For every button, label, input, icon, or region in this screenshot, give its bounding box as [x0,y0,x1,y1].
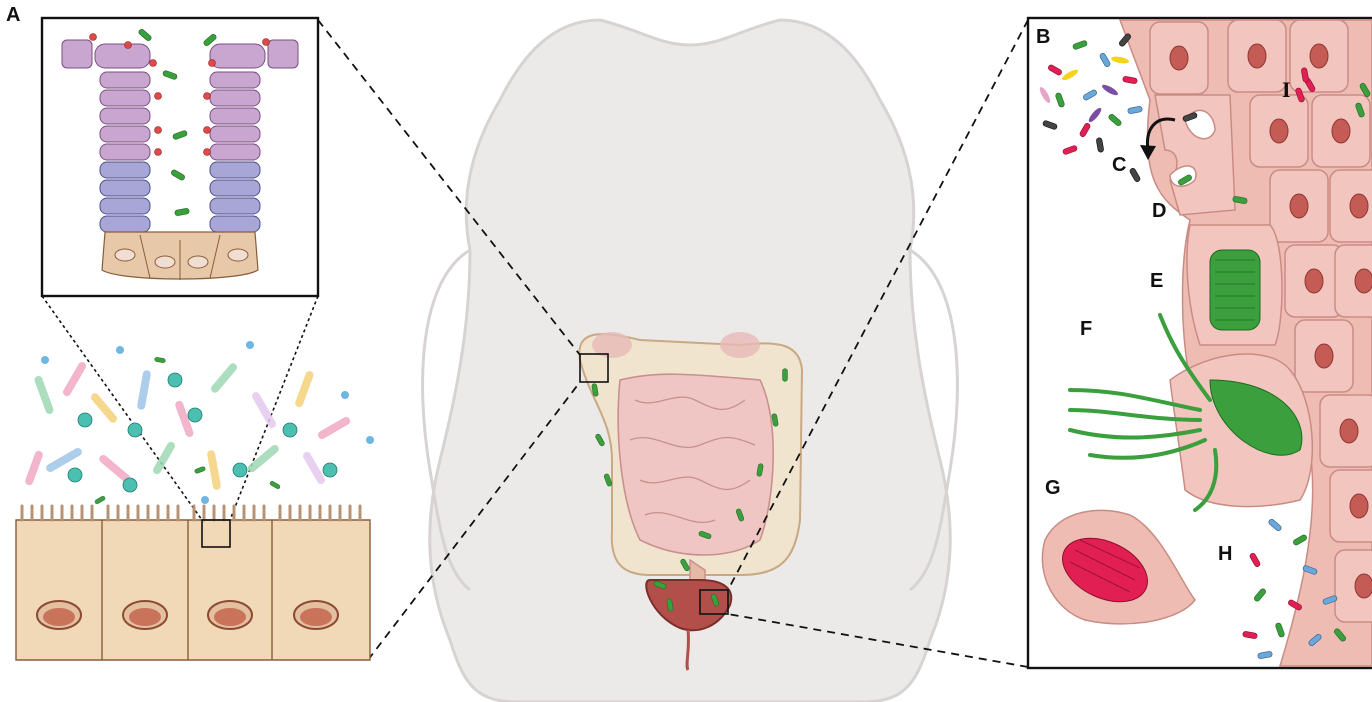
label-e: E [1150,270,1163,293]
ibc-cluster [1210,250,1260,330]
label-g: G [1045,477,1061,500]
label-f: F [1080,318,1092,341]
label-d: D [1152,200,1166,223]
label-c: C [1112,154,1126,177]
epithelium-cells [16,506,370,660]
microbiota-cloud [24,341,374,505]
label-i: I [1282,77,1291,103]
label-a: A [6,4,20,27]
label-h: H [1218,543,1232,566]
label-b: B [1036,26,1050,49]
